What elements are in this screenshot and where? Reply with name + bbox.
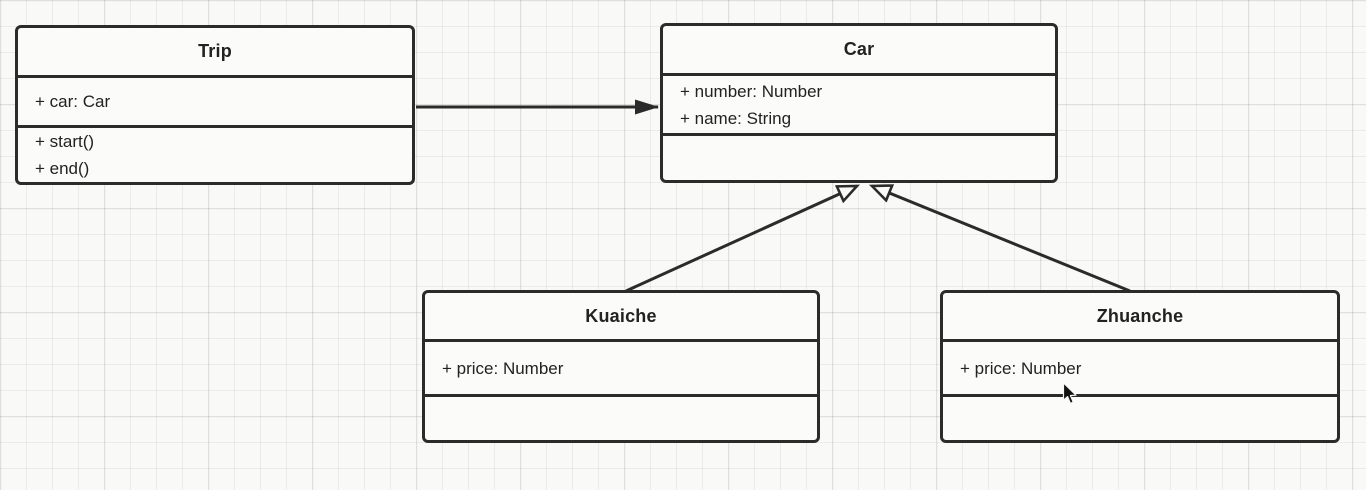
class-title-trip: Trip	[18, 28, 412, 78]
class-attributes-trip: + car: Car	[18, 78, 412, 128]
attribute-line: + number: Number	[680, 81, 823, 101]
method-line: + end()	[35, 159, 90, 178]
class-title-car: Car	[663, 26, 1055, 76]
attribute-line: + car: Car	[35, 92, 111, 111]
class-box-zhuanche[interactable]: Zhuanche + price: Number	[940, 290, 1340, 443]
class-box-car[interactable]: Car + number: Number + name: String	[660, 23, 1058, 183]
method-line: + start()	[35, 132, 95, 151]
class-methods-car	[663, 136, 1055, 180]
class-attributes-kuaiche: + price: Number	[425, 342, 817, 397]
class-box-trip[interactable]: Trip + car: Car + start() + end()	[15, 25, 415, 185]
attribute-line: + name: String	[680, 108, 792, 128]
class-title-kuaiche: Kuaiche	[425, 293, 817, 342]
class-box-kuaiche[interactable]: Kuaiche + price: Number	[422, 290, 820, 443]
class-title-zhuanche: Zhuanche	[943, 293, 1337, 342]
class-methods-trip: + start() + end()	[18, 128, 412, 182]
edge-kuaiche-car-inheritance[interactable]	[625, 184, 857, 293]
edge-zhuanche-car-inheritance[interactable]	[872, 186, 1131, 293]
attribute-line: + price: Number	[960, 358, 1082, 378]
class-attributes-zhuanche: + price: Number	[943, 342, 1337, 397]
attribute-line: + price: Number	[442, 358, 564, 378]
class-attributes-car: + number: Number + name: String	[663, 76, 1055, 136]
class-methods-zhuanche	[943, 397, 1337, 440]
class-methods-kuaiche	[425, 397, 817, 440]
mouse-cursor-icon	[1062, 382, 1077, 404]
